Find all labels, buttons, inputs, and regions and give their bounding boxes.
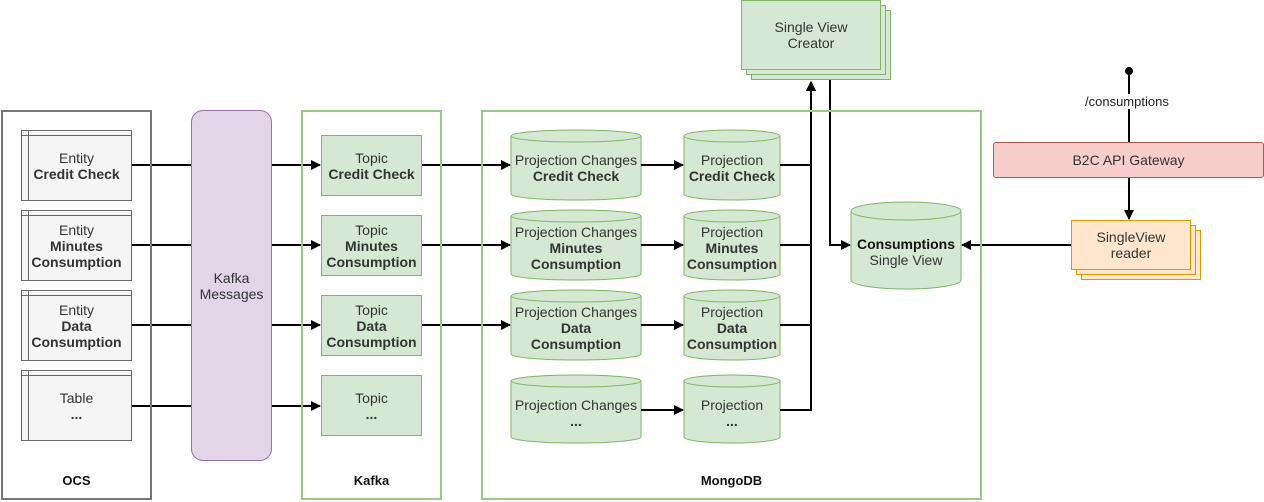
pc-name: ... — [570, 413, 582, 429]
pc-name: Credit Check — [532, 168, 620, 184]
db-projection-changes-minutes — [510, 209, 642, 281]
pc-name: Consumption — [530, 256, 622, 272]
entity-type-label: Entity — [58, 149, 94, 166]
entity-name-label: ... — [70, 405, 83, 422]
entity-name-label: Minutes — [50, 237, 103, 254]
projection-name: Data — [716, 320, 748, 336]
projection-changes-data-label: Projection Changes Data Consumption — [511, 296, 641, 360]
topic-name-label: Consumption — [326, 253, 417, 270]
reader-line2: reader — [1110, 245, 1152, 261]
topic-type-label: Topic — [355, 301, 388, 318]
entity-type-label: Entity — [58, 221, 94, 238]
entity-table-other: Table ... — [21, 370, 132, 441]
projection-changes-other-label: Projection Changes ... — [511, 383, 641, 443]
topic-name-label: Minutes — [345, 237, 398, 254]
entity-name-label: Consumption — [31, 333, 122, 350]
group-kafka: Kafka — [301, 110, 442, 500]
db-projection-changes-other — [510, 374, 642, 444]
topic-other: Topic ... — [321, 375, 422, 436]
projection-other-label: Projection ... — [684, 383, 780, 443]
group-mongodb: MongoDB — [481, 110, 982, 500]
entity-name-label: Data — [61, 317, 92, 334]
edge-svc-singleview — [829, 70, 851, 250]
db-projection-changes-data — [510, 289, 642, 361]
topic-data-consumption: Topic Data Consumption — [321, 295, 422, 356]
pc-title: Projection Changes — [514, 224, 638, 240]
topic-type-label: Topic — [355, 149, 388, 166]
entity-type-label: Entity — [58, 301, 94, 318]
db-projection-credit-check — [683, 129, 781, 201]
group-mongodb-label: MongoDB — [700, 473, 763, 488]
kafka-messages-line2: Messages — [199, 285, 264, 302]
db-projection-changes-credit-check — [510, 129, 642, 201]
pc-name: Consumption — [530, 336, 622, 352]
projection-changes-minutes-label: Projection Changes Minutes Consumption — [511, 216, 641, 280]
projection-name: Consumption — [686, 256, 778, 272]
entity-name-label: Consumption — [31, 253, 122, 270]
entity-name-label: Credit Check — [33, 165, 120, 182]
projection-title: Projection — [700, 304, 764, 320]
projection-name: Consumption — [686, 336, 778, 352]
topic-name-label: ... — [365, 405, 378, 422]
route-label: /consumptions — [1084, 94, 1170, 109]
group-ocs-label: OCS — [62, 473, 91, 488]
projection-minutes-label: Projection Minutes Consumption — [684, 216, 780, 280]
projection-title: Projection — [700, 397, 764, 413]
projection-name: Minutes — [705, 240, 759, 256]
topic-credit-check: Topic Credit Check — [321, 135, 422, 196]
svc-line1: Single View — [774, 19, 848, 35]
projection-data-label: Projection Data Consumption — [684, 296, 780, 360]
topic-name-label: Consumption — [326, 333, 417, 350]
pc-name: Minutes — [549, 240, 603, 256]
edge-proj-other-svc — [780, 81, 816, 411]
singleview-reader: SingleView reader — [1071, 220, 1191, 270]
topic-type-label: Topic — [355, 221, 388, 238]
topic-minutes-consumption: Topic Minutes Consumption — [321, 215, 422, 276]
topic-type-label: Topic — [355, 389, 388, 406]
entity-type-label: Table — [59, 389, 94, 406]
gateway-label: B2C API Gateway — [1072, 152, 1185, 168]
entity-data-consumption: Entity Data Consumption — [21, 290, 132, 361]
projection-changes-credit-check-label: Projection Changes Credit Check — [511, 136, 641, 200]
topic-name-label: Credit Check — [328, 165, 415, 182]
entity-minutes-consumption: Entity Minutes Consumption — [21, 210, 132, 281]
projection-name: ... — [726, 413, 738, 429]
single-view-label: Consumptions Single View — [851, 214, 961, 289]
single-view-title: Consumptions — [857, 235, 955, 252]
entity-credit-check: Entity Credit Check — [21, 130, 132, 201]
single-view-subtitle: Single View — [869, 251, 943, 268]
group-kafka-label: Kafka — [353, 473, 390, 488]
reader-line1: SingleView — [1096, 229, 1166, 245]
pc-name: Data — [560, 320, 592, 336]
projection-title: Projection — [700, 152, 764, 168]
topic-name-label: Data — [356, 317, 387, 334]
route-endpoint-dot — [1125, 67, 1133, 75]
projection-title: Projection — [700, 224, 764, 240]
db-projection-minutes — [683, 209, 781, 281]
pc-title: Projection Changes — [514, 304, 638, 320]
db-consumptions-single-view — [850, 201, 962, 290]
db-projection-other — [683, 374, 781, 444]
b2c-api-gateway: B2C API Gateway — [993, 142, 1264, 178]
pc-title: Projection Changes — [514, 152, 638, 168]
kafka-messages-bus: Kafka Messages — [191, 110, 272, 461]
group-ocs: OCS — [1, 110, 152, 500]
projection-name: Credit Check — [688, 168, 776, 184]
kafka-messages-line1: Kafka — [213, 269, 250, 286]
single-view-creator: Single View Creator — [741, 0, 881, 70]
db-projection-data — [683, 289, 781, 361]
svc-line2: Creator — [787, 35, 835, 51]
projection-credit-check-label: Projection Credit Check — [684, 136, 780, 200]
pc-title: Projection Changes — [514, 397, 638, 413]
